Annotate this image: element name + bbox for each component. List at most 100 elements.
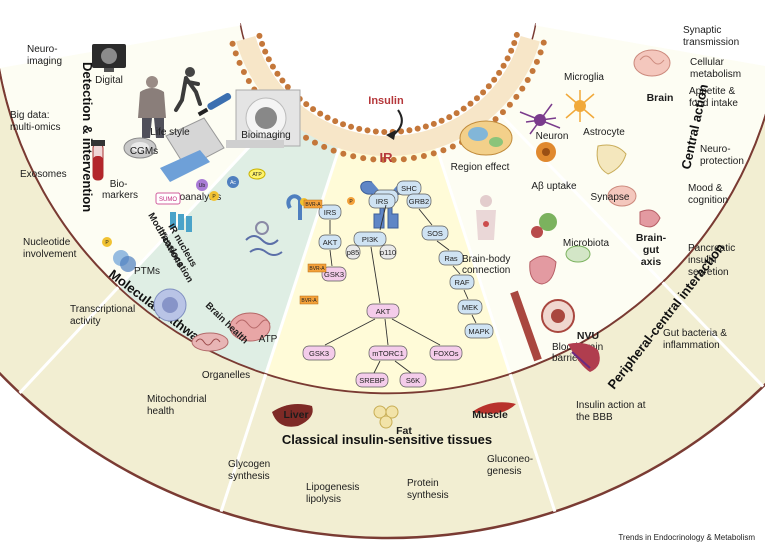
pathway-node-label: AKT [376, 307, 391, 316]
lipid-head [311, 139, 318, 146]
lipid-head [506, 101, 513, 108]
lipid-head [284, 83, 291, 90]
microbiota-label: Microbiota [563, 238, 610, 249]
sumo-label: SUMO [159, 197, 177, 203]
pathway-node-box [421, 225, 449, 241]
pathway-arrow [379, 204, 387, 231]
bvr-tag-box [307, 263, 327, 273]
microbiota-icon [531, 213, 591, 263]
region-effect-label: Region effect [451, 162, 510, 173]
pathway-node: MEK [457, 299, 483, 315]
lipid-head [364, 127, 371, 134]
lipid-head [513, 93, 520, 100]
pathway-node: SHC [396, 180, 422, 196]
pathway-node-label: Ras [444, 254, 458, 263]
pathway-node-box [321, 266, 347, 282]
lipid-head [324, 114, 331, 121]
pathway-node-box [355, 372, 389, 388]
classical-section: Liver Fat Muscle Classical insulin-sensi… [228, 402, 533, 505]
bvr-tag-label: BVR-A [305, 202, 321, 208]
biomarkers-line-2: markers [102, 190, 138, 201]
bvr-tag: BVR-A [307, 263, 327, 273]
pathway-arrow [436, 240, 450, 251]
pathway-node: GSK3 [302, 345, 336, 361]
lipid-head [303, 134, 310, 141]
insulin-arrow-head [386, 130, 396, 140]
blood-tube-icon [91, 140, 105, 181]
lipid-head [467, 100, 474, 107]
pathway-node: MAPK [464, 323, 494, 339]
abeta-label: Aβ uptake [531, 181, 577, 192]
brain-gut-icon [607, 185, 661, 228]
synapse-icon [596, 144, 627, 175]
brain-side-icon [633, 49, 671, 77]
lipid-head [480, 89, 487, 96]
lipid-head [438, 117, 445, 124]
bioanalysis-icon [160, 117, 225, 182]
sector-atp-label: ATP [259, 334, 278, 345]
mood-label: Mood &cognition [688, 183, 728, 206]
journal-credit: Trends in Endocrinology & Metabolism [618, 533, 755, 542]
insulin-label: Insulin [368, 95, 404, 107]
lipid-head [317, 110, 324, 117]
pathway-node-box [464, 323, 494, 339]
abeta-icon [536, 142, 556, 162]
lipid-head [492, 116, 499, 123]
lipid-head [440, 147, 447, 154]
lipid-head [533, 58, 540, 65]
pathway-node-box [345, 244, 361, 260]
lipid-head [229, 40, 236, 47]
pathway-node-box [318, 234, 342, 250]
lipid-head [262, 48, 269, 55]
p-tag: P [347, 197, 355, 205]
lipid-head [496, 69, 503, 76]
cell-membrane [229, 31, 547, 163]
pathway-node: FOXOs [429, 345, 463, 361]
lipid-head [491, 76, 498, 83]
gluconeogenesis-label: Gluconeo-genesis [487, 454, 533, 477]
divider-line [0, 22, 241, 68]
pathway-arrow [463, 289, 469, 300]
pathway-node-box [368, 193, 396, 209]
pathway-arrow [324, 318, 376, 346]
pathway-node: GRB2 [406, 193, 432, 209]
pathway-node-label: S6K [406, 376, 420, 385]
pathway-arrow [394, 360, 412, 374]
lipid-head [348, 123, 355, 130]
lipid-head [356, 125, 363, 132]
pathway-node-label: PI3K [362, 235, 378, 244]
p-chip: P [209, 191, 219, 201]
lipid-head [406, 127, 413, 134]
ir-label: IR [380, 150, 394, 165]
outer-ring [10, 10, 755, 20]
lipid-head [524, 76, 531, 83]
lipid-head [360, 155, 367, 162]
lipid-head [232, 50, 239, 57]
fat-icon [373, 405, 399, 429]
lipid-head [321, 143, 328, 150]
appetite-label: Appetite &food intake [689, 86, 738, 109]
lipid-head [340, 150, 347, 157]
pathway-arrow [452, 265, 461, 275]
pathway-node: AKT [366, 303, 400, 319]
lipid-head [449, 143, 456, 150]
astrocyte-icon [565, 90, 595, 122]
pathway-node: Ras [438, 250, 464, 266]
pathway-node-box [318, 204, 342, 220]
lipid-head [422, 123, 429, 130]
lipid-head [381, 128, 388, 135]
lipid-head [269, 63, 276, 70]
lipid-head [519, 85, 526, 92]
pathway-node: S6K [399, 372, 427, 388]
pathway-node-box [368, 345, 408, 361]
classical-title: Classical insulin-sensitive tissues [282, 432, 492, 447]
bioanalysis-label: Bioanalysis [171, 192, 222, 203]
lipid-head [274, 70, 281, 77]
